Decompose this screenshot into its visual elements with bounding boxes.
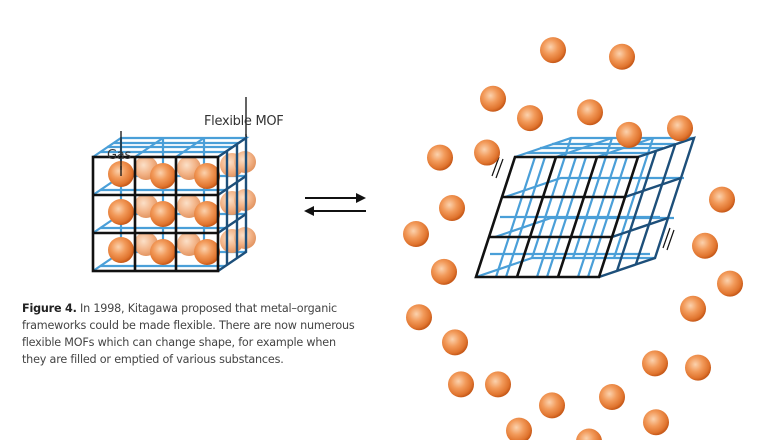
gas-sphere — [709, 186, 735, 213]
equilibrium-arrows-icon — [304, 193, 366, 216]
gas-sphere — [539, 392, 565, 419]
gas-sphere — [576, 428, 602, 440]
released-gas-spheres — [403, 37, 743, 440]
gas-sphere — [609, 43, 635, 70]
gas-sphere — [517, 105, 543, 132]
gas-sphere — [150, 239, 176, 265]
gas-sphere — [150, 201, 176, 227]
front-frame — [474, 155, 640, 279]
gas-sphere — [577, 99, 603, 126]
figure-caption: Figure 4. In 1998, Kitagawa proposed tha… — [22, 300, 362, 368]
gas-sphere — [717, 270, 743, 297]
back-lattice — [475, 136, 695, 279]
gas-sphere — [642, 350, 668, 377]
flexible-mof-label: Flexible MOF — [204, 114, 284, 129]
gas-sphere — [108, 199, 134, 225]
gas-sphere — [194, 239, 220, 265]
side-lattice — [217, 135, 248, 272]
gas-sphere — [506, 417, 532, 440]
gas-sphere — [194, 163, 220, 189]
figure-number: Figure 4. — [22, 302, 77, 315]
filled-mof-cube — [91, 97, 256, 273]
gas-sphere — [485, 371, 511, 398]
gas-label: Gas — [107, 148, 131, 163]
gas-spheres — [108, 161, 220, 265]
front-frame — [91, 155, 220, 273]
gas-sphere — [643, 409, 669, 436]
gas-sphere — [439, 195, 465, 221]
gas-sphere — [108, 237, 134, 263]
caption-text: In 1998, Kitagawa proposed that metal–or… — [22, 302, 355, 366]
gas-sphere — [406, 304, 432, 331]
gas-sphere — [194, 201, 220, 227]
gas-sphere — [427, 144, 453, 171]
gas-sphere — [448, 371, 474, 398]
gas-sphere — [616, 121, 642, 148]
gas-sphere — [431, 258, 457, 285]
gas-sphere — [442, 329, 468, 356]
shear-marks-icon — [491, 156, 675, 251]
gas-sphere — [480, 85, 506, 112]
gas-sphere — [474, 139, 500, 166]
gas-sphere — [403, 221, 429, 248]
side-lattice — [598, 136, 696, 279]
leader-lines — [120, 97, 247, 176]
empty-sheared-mof — [474, 136, 696, 279]
gas-sphere — [692, 232, 718, 259]
gas-sphere — [540, 37, 566, 64]
gas-sphere — [150, 163, 176, 189]
gas-sphere — [599, 384, 625, 410]
gas-sphere — [667, 115, 693, 142]
gas-sphere — [685, 354, 711, 381]
gas-sphere — [680, 295, 706, 322]
